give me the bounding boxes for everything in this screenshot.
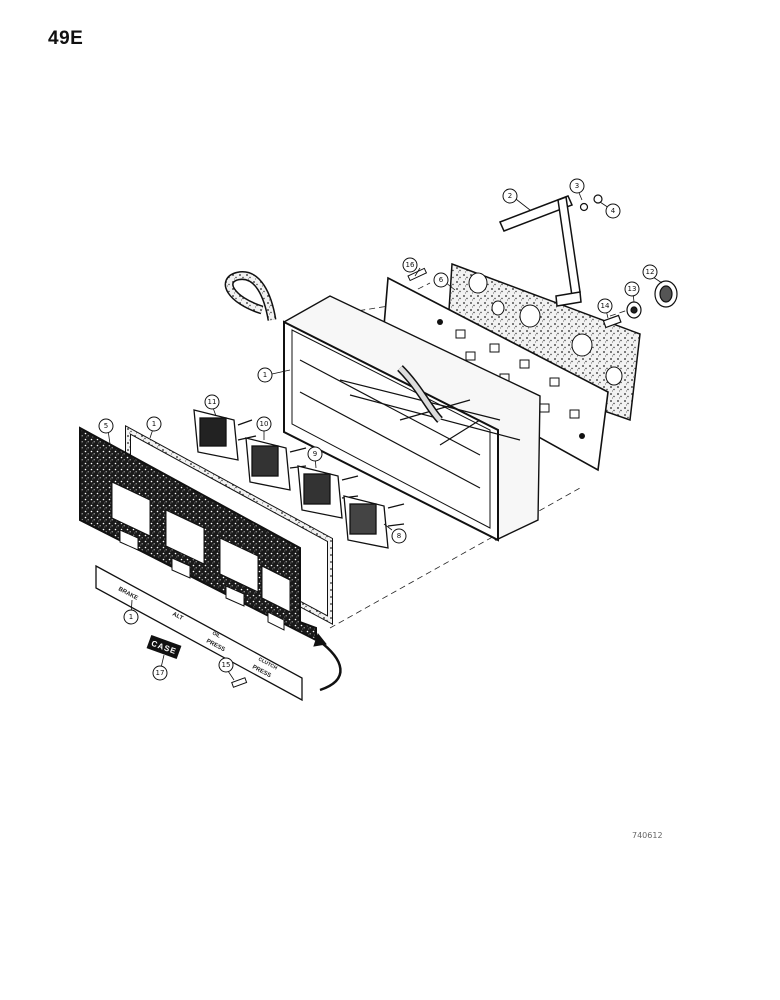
callout-label: 10 [260,420,269,428]
callout-9: 9 [307,446,323,462]
bracket [498,195,582,307]
callout-5: 5 [98,418,114,434]
callout-12: 12 [642,264,658,280]
callout-markers: 1 2 3 4 5 6 1 8 9 10 11 12 13 14 15 [98,178,658,681]
callout-label: 13 [628,285,637,293]
callout-16: 16 [402,257,418,273]
callout-label: 11 [208,398,217,406]
callout-label: 5 [104,422,108,430]
callout-label: 2 [508,192,512,200]
screw-16 [407,267,428,282]
callout-label: 15 [222,661,231,669]
callout-8: 8 [391,528,407,544]
callout-14: 14 [597,298,613,314]
gauge-8 [343,495,405,549]
callout-6: 6 [433,272,449,288]
callout-label: 3 [575,182,579,190]
callout-13: 13 [624,281,640,297]
gauge-10 [245,437,307,491]
callout-1-plate: 1 [123,609,139,625]
callout-label: 12 [646,268,655,276]
callout-label: 9 [313,450,317,458]
callout-label: 17 [156,669,165,677]
gauge-9 [297,465,359,519]
callout-label: 1 [263,371,267,379]
callout-1-housing: 1 [257,367,273,383]
callout-15: 15 [218,657,234,673]
callout-label: 16 [406,261,415,269]
callout-10: 10 [256,416,272,432]
callout-4: 4 [605,203,621,219]
callout-3: 3 [569,178,585,194]
page-number: 49E [48,28,84,49]
nut-3-4 [579,194,603,212]
connector-13 [626,301,642,319]
callout-label: 8 [397,532,401,540]
wire-cord [224,271,443,423]
decal-plate: BRAKE ALT OIL PRESS CLUTCH PRESS [95,564,303,702]
bezel [79,426,317,642]
callout-label: 1 [129,613,133,621]
connector-12 [654,280,678,308]
gauges [193,409,405,549]
housing-frame [282,295,541,542]
connector-14 [602,314,622,329]
plate-label-oil: OIL [211,630,221,639]
callout-label: 1 [152,420,156,428]
callout-label: 4 [611,207,616,215]
screw-15 [231,677,248,688]
rotation-arrow [313,632,342,692]
connectors [579,194,678,329]
callout-11: 11 [204,394,220,410]
callout-1-gasket: 1 [146,416,162,432]
figure-code: 740612 [632,831,663,840]
callout-2: 2 [502,188,518,204]
callout-17: 17 [152,665,168,681]
callout-label: 6 [439,276,444,284]
case-badge: CASE [146,634,182,660]
rear-gasket [445,262,641,422]
gauge-11 [193,409,257,461]
callout-label: 14 [601,302,610,310]
plate-label-alt: ALT [171,611,184,622]
